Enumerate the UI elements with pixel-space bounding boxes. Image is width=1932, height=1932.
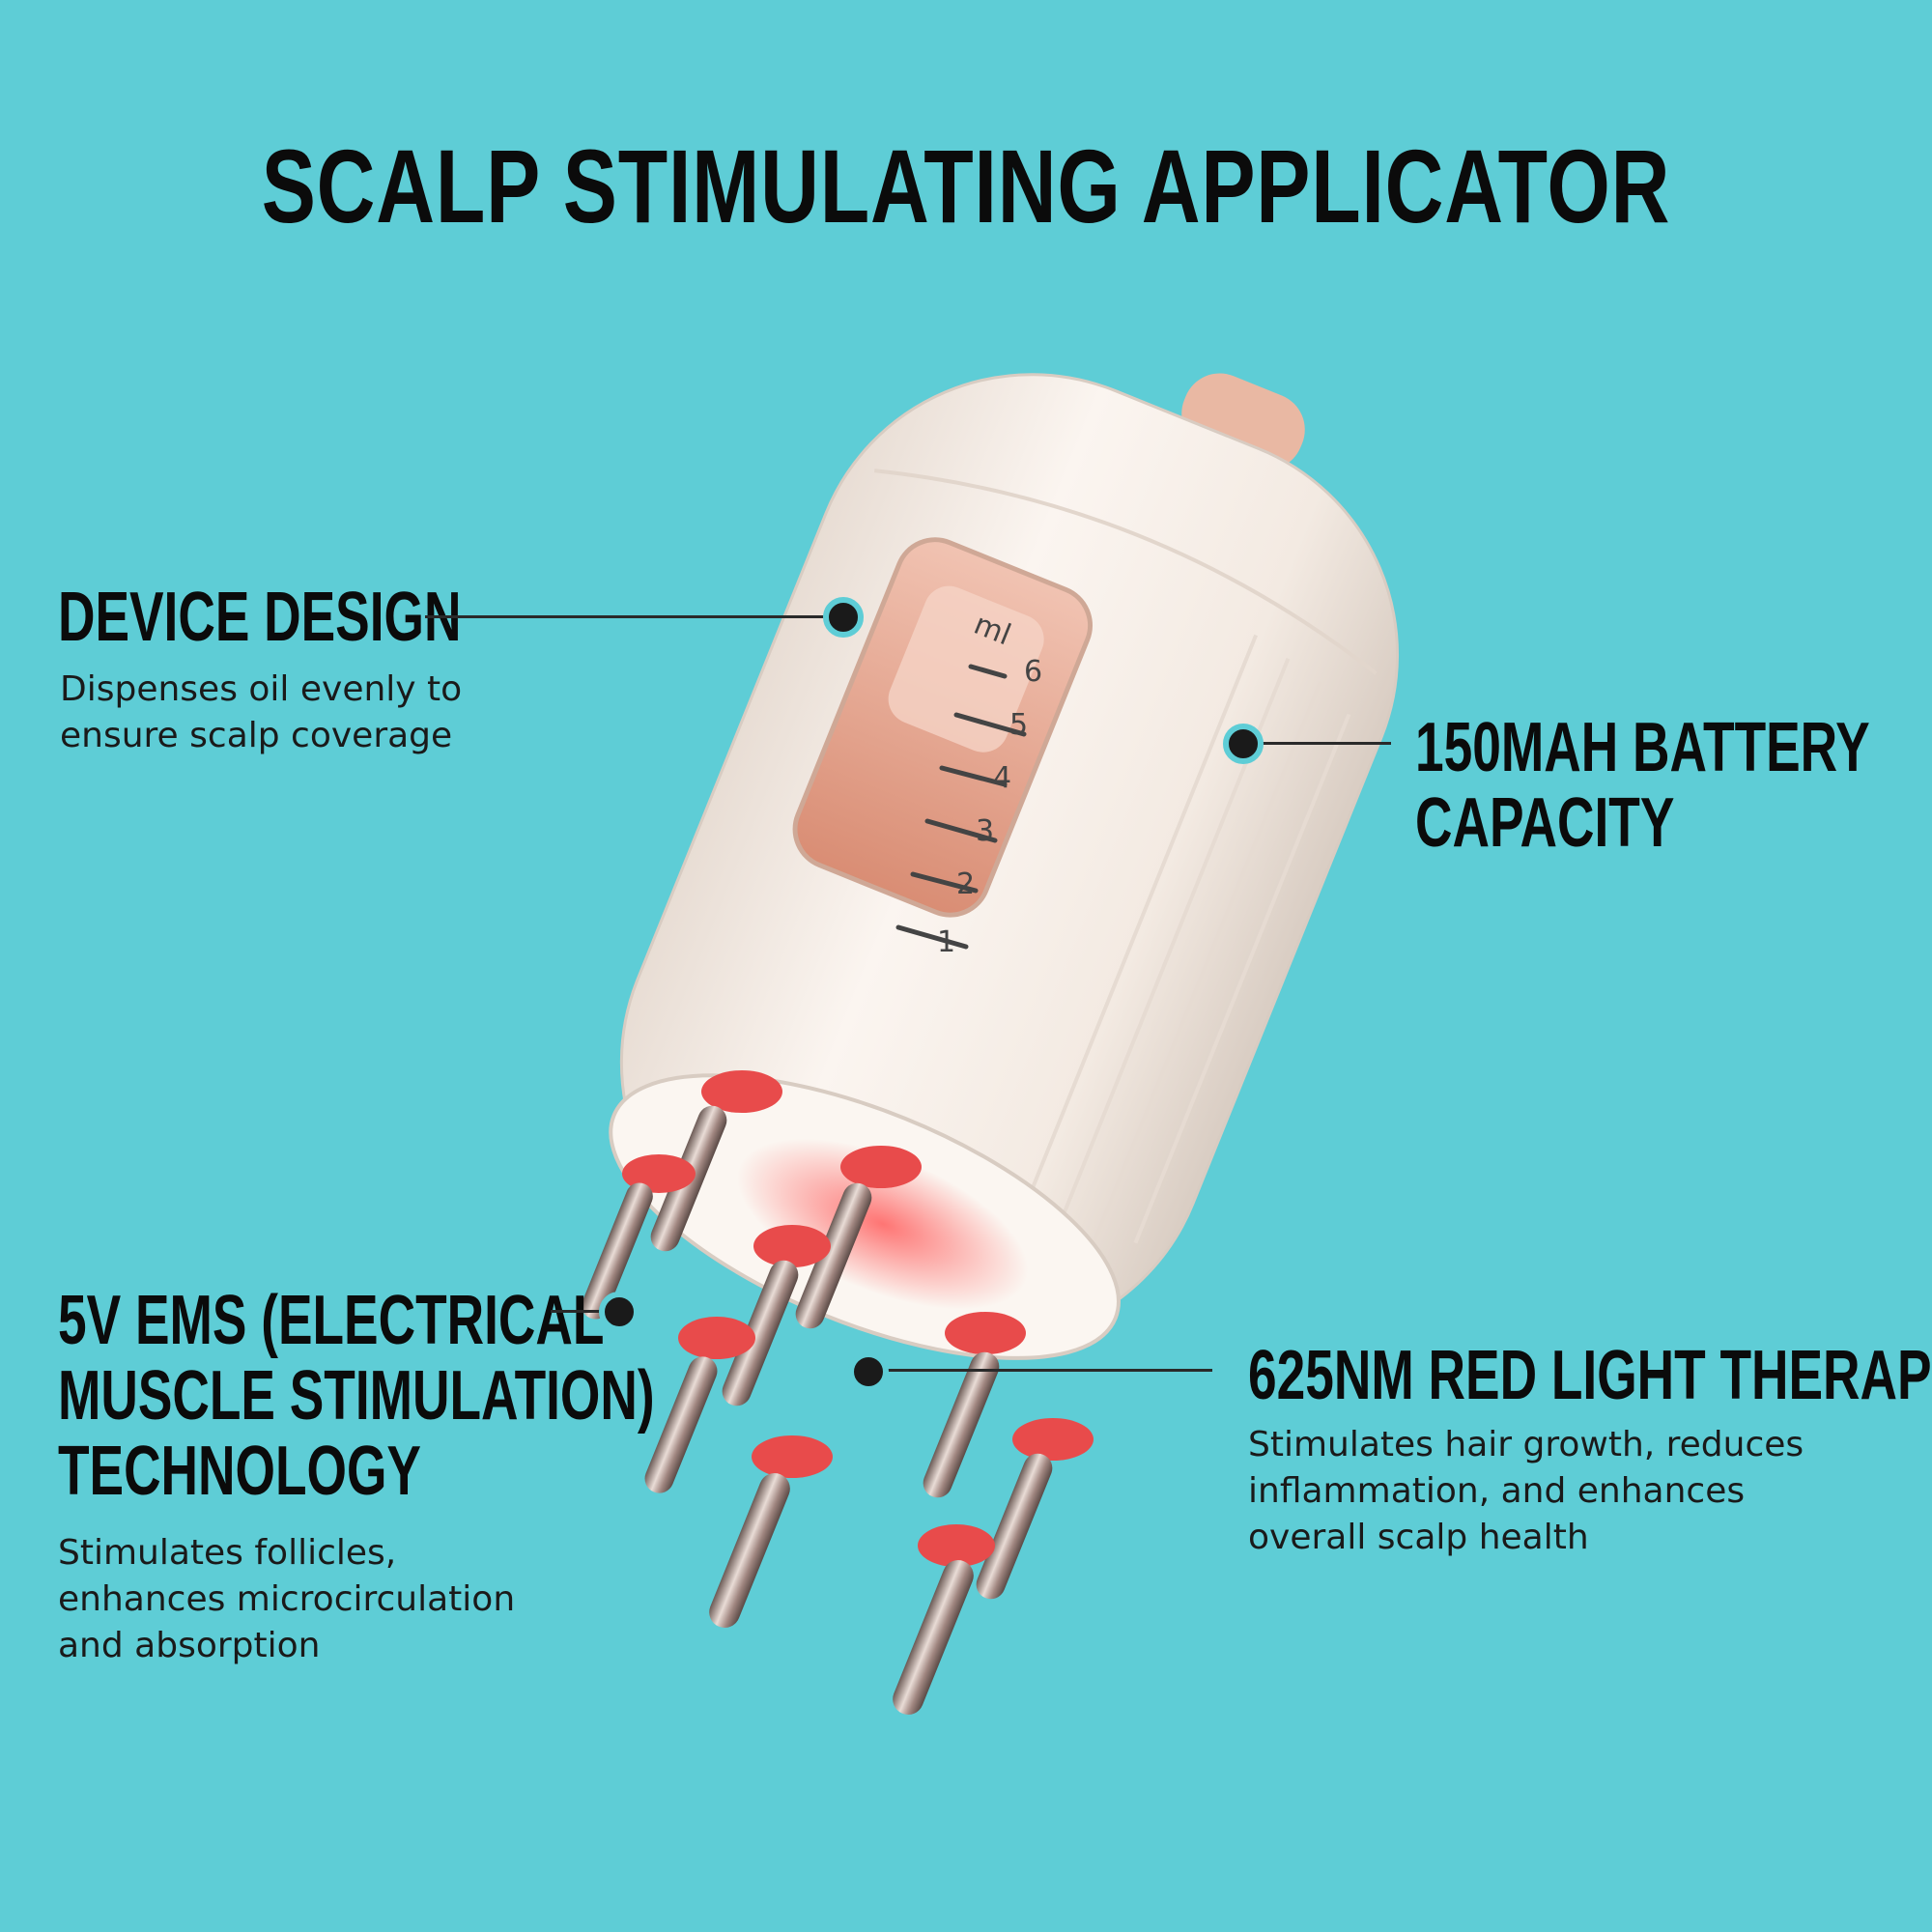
electrode-pins: [582, 1070, 1094, 1715]
heading-line: CAPACITY: [1415, 784, 1675, 862]
desc-line: enhances microcirculation: [58, 1579, 516, 1619]
electrode-pin: [893, 1524, 995, 1715]
desc-line: ensure scalp coverage: [60, 716, 453, 755]
battery-heading: 150MAH BATTERY CAPACITY: [1415, 710, 1870, 861]
heading-line: 5V EMS (ELECTRICAL: [58, 1282, 605, 1359]
desc-line: inflammation, and enhances: [1248, 1471, 1746, 1511]
page-title: SCALP STIMULATING APPLICATOR: [261, 128, 1671, 244]
electrode-pin: [976, 1418, 1094, 1600]
scale-mark: 1: [937, 925, 955, 959]
device-design-marker-dot: [823, 597, 864, 638]
scale-mark: 4: [993, 761, 1011, 795]
heading-line: MUSCLE STIMULATION): [58, 1357, 655, 1435]
desc-line: and absorption: [58, 1626, 321, 1665]
scale-mark: 2: [956, 867, 975, 901]
electrode-pin: [709, 1435, 833, 1628]
electrode-pin: [722, 1225, 831, 1406]
red-light-desc: Stimulates hair growth, reduces inflamma…: [1248, 1422, 1804, 1561]
desc-line: Stimulates follicles,: [58, 1533, 397, 1573]
device-design-leader-line: [425, 615, 840, 618]
scale-mark: 5: [1009, 708, 1028, 742]
red-light-heading: 625NM RED LIGHT THERAPY: [1248, 1337, 1932, 1414]
ems-leader-line: [551, 1310, 605, 1313]
electrode-pin: [582, 1154, 696, 1320]
scale-mark: 3: [976, 814, 994, 848]
battery-marker-dot: [1223, 724, 1264, 764]
ems-heading: 5V EMS (ELECTRICAL MUSCLE STIMULATION) T…: [58, 1283, 655, 1509]
red-light-marker-dot: [848, 1351, 889, 1392]
ems-desc: Stimulates follicles, enhances microcirc…: [58, 1530, 515, 1669]
electrode-pin: [795, 1146, 922, 1329]
electrode-pin: [923, 1312, 1026, 1498]
ems-marker-dot: [599, 1292, 639, 1332]
desc-line: overall scalp health: [1248, 1518, 1589, 1557]
scale-mark: 6: [1024, 655, 1042, 689]
device-design-desc: Dispenses oil evenly to ensure scalp cov…: [60, 667, 462, 759]
heading-line: 150MAH BATTERY: [1415, 709, 1870, 786]
heading-line: TECHNOLOGY: [58, 1433, 421, 1510]
electrode-pin: [644, 1317, 755, 1493]
red-light-leader-line: [874, 1369, 1212, 1372]
battery-leader-line: [1256, 742, 1391, 745]
device-design-heading: DEVICE DESIGN: [58, 579, 462, 656]
desc-line: Stimulates hair growth, reduces: [1248, 1425, 1804, 1464]
desc-line: Dispenses oil evenly to: [60, 669, 463, 709]
device-body: [609, 373, 1400, 1360]
